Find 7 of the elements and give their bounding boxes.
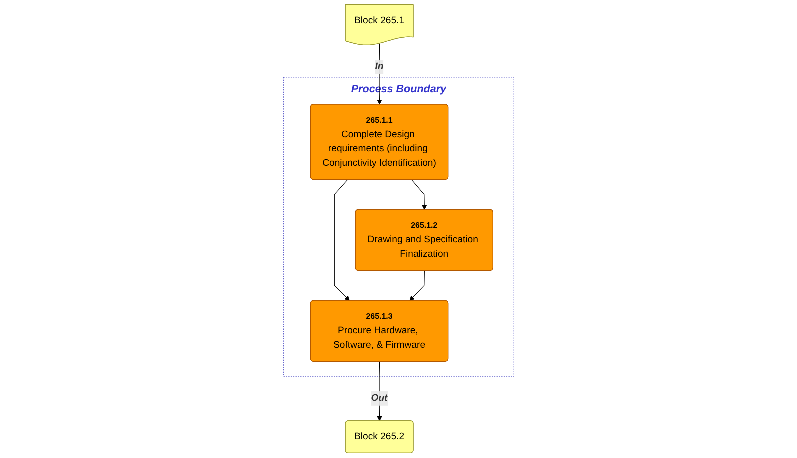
edge-label: Out <box>370 393 388 404</box>
arrow <box>376 362 382 422</box>
arrow <box>334 180 350 302</box>
edge-label: In <box>374 62 384 72</box>
arrow <box>411 180 427 210</box>
arrow <box>409 270 425 302</box>
arrow <box>376 44 382 105</box>
